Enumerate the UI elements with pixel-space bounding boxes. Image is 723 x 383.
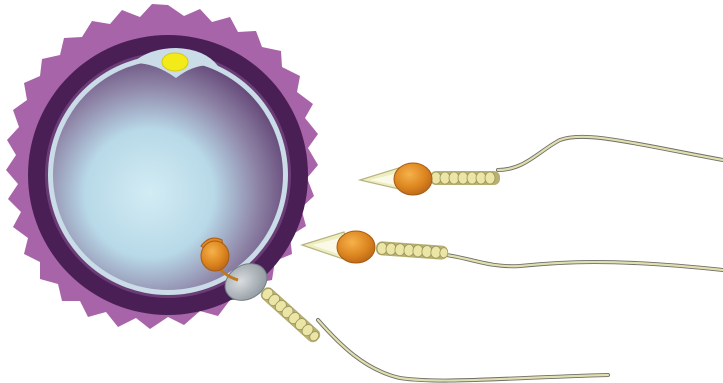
sperm-2-midpiece	[376, 241, 449, 260]
sperm-1-head	[394, 163, 432, 195]
sperm-3-midpiece	[258, 285, 322, 345]
cytoplasm	[53, 60, 283, 290]
sperm-2	[302, 231, 723, 270]
sperm-3-tail	[318, 320, 608, 381]
polar-body	[162, 53, 188, 71]
sperm-2-head	[337, 231, 375, 263]
sperm-1-midpiece	[430, 171, 500, 185]
sperm-3-head	[201, 241, 229, 271]
sperm-1	[360, 137, 723, 195]
egg-cell	[6, 4, 318, 329]
